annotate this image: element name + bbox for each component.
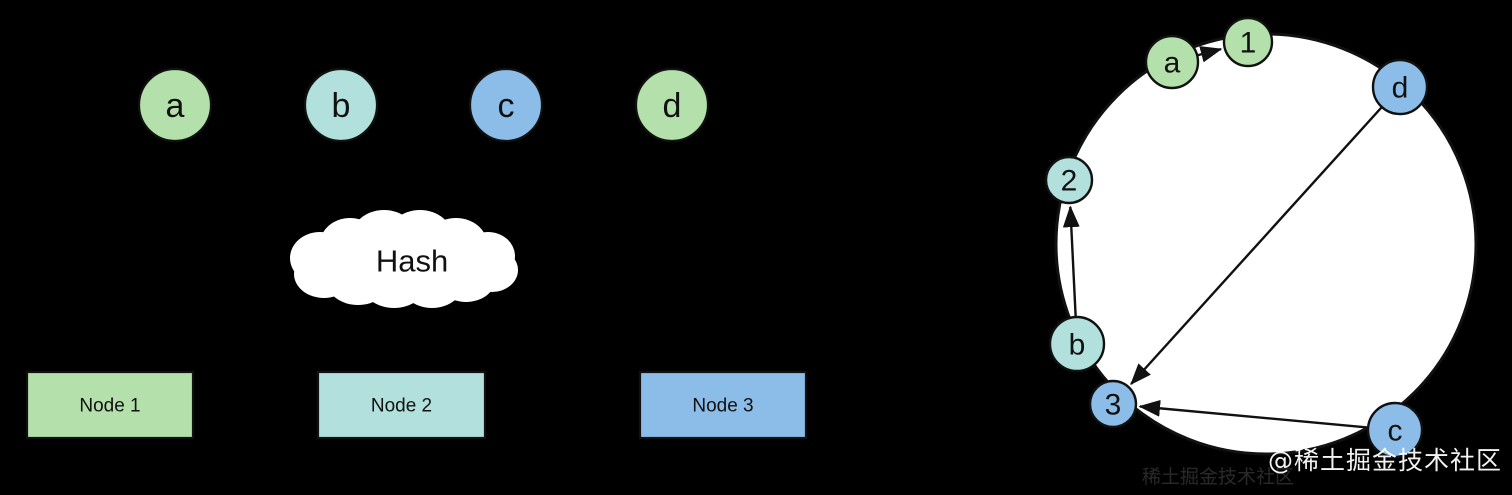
- ring-node-2: 2: [1044, 155, 1094, 205]
- key-circle-shape: [303, 67, 379, 143]
- node-box-label: Node 2: [371, 396, 432, 417]
- ring-node-b: b: [1048, 315, 1106, 373]
- hash-cloud-group: Hash: [290, 210, 518, 308]
- ring-node-a: a: [1144, 34, 1200, 90]
- ring-node-group: a 1 d 2 b3 c: [1044, 16, 1429, 459]
- watermark-faint: 稀土掘金技术社区: [1142, 466, 1295, 488]
- key-circle-label: c: [498, 87, 515, 125]
- key-circle-shape: [634, 67, 710, 143]
- ring-node-shape: [1222, 16, 1274, 68]
- ring-node-3: 3: [1088, 379, 1138, 429]
- node-box-shape: [316, 370, 487, 440]
- ring-node-label: 1: [1240, 27, 1257, 60]
- ring-node-shape: [1088, 379, 1138, 429]
- right-panel-svg: a 1 d 2 b3 c: [1044, 16, 1478, 459]
- key-circle-label: b: [332, 87, 351, 125]
- key-circle-b: b: [303, 67, 379, 143]
- ring-node-shape: [1044, 155, 1094, 205]
- watermark: @稀土掘金技术社区: [1267, 446, 1502, 475]
- ring-node-1: 1: [1222, 16, 1274, 68]
- key-circle-label: a: [166, 87, 185, 125]
- key-circle-a: a: [137, 67, 213, 143]
- key-circle-shape: [468, 67, 544, 143]
- node-box-shape: [25, 370, 195, 440]
- ring-node-label: 3: [1105, 389, 1122, 422]
- node-box-1: Node 1: [25, 370, 195, 440]
- key-circle-label: d: [663, 87, 682, 125]
- ring-arrow-group: [1062, 46, 1383, 429]
- node-box-2: Node 2: [316, 370, 487, 440]
- key-circle-shape: [137, 67, 213, 143]
- hash-cloud-shape: [290, 210, 518, 308]
- ring-node-shape: [1048, 315, 1106, 373]
- node-box-group: Node 1 Node 2 Node 3: [25, 370, 808, 440]
- ring-node-d: d: [1371, 58, 1429, 116]
- node-box-label: Node 1: [79, 396, 140, 417]
- ring-node-label: 2: [1061, 165, 1078, 198]
- ring-node-label: d: [1392, 72, 1409, 105]
- arrow-c-to-3: [1138, 399, 1368, 429]
- key-circle-c: c: [468, 67, 544, 143]
- key-circle-group: a b c d: [137, 67, 710, 143]
- ring-node-label: c: [1388, 415, 1403, 448]
- node-box-3: Node 3: [638, 370, 808, 440]
- ring-node-label: a: [1164, 47, 1181, 80]
- ring-node-shape: [1144, 34, 1200, 90]
- arrow-d-to-3: [1130, 106, 1383, 386]
- left-panel-svg: a b c d Hash Node 1 Node 2 Node 3: [25, 67, 808, 440]
- ring-node-c: c: [1366, 401, 1424, 459]
- hashing-overview-panel: a b c d Hash Node 1 Node 2 Node 3: [25, 67, 808, 440]
- node-box-shape: [638, 370, 808, 440]
- arrow-a-to-1: [1197, 46, 1223, 63]
- key-circle-d: d: [634, 67, 710, 143]
- node-box-label: Node 3: [692, 396, 753, 417]
- hash-cloud-label: Hash: [376, 244, 448, 279]
- ring-node-shape: [1371, 58, 1429, 116]
- ring-node-shape: [1366, 401, 1424, 459]
- arrow-b-to-2: [1062, 205, 1080, 317]
- ring-node-label: b: [1069, 329, 1086, 362]
